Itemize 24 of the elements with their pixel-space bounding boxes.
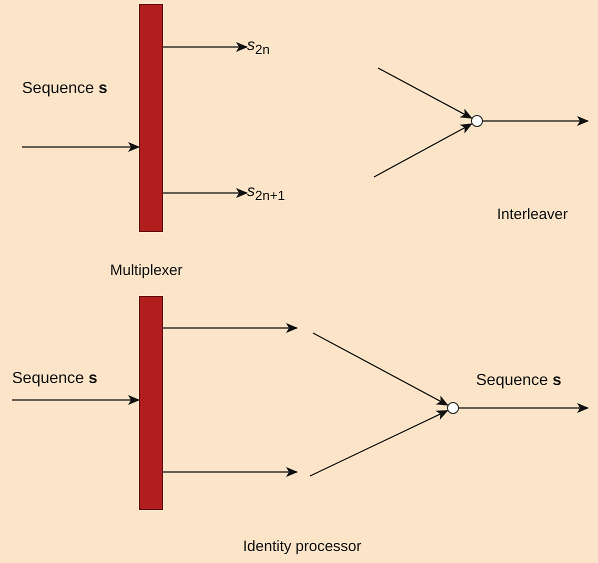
arrow [310, 410, 448, 477]
junction-circle [471, 115, 483, 127]
arrow [163, 323, 298, 333]
arrow [312, 332, 449, 406]
arrow [378, 67, 473, 119]
arrow [163, 188, 248, 198]
edge-label: Sequence s [476, 372, 562, 390]
arrow [22, 142, 140, 152]
signal-label: s$_{2n}$ [247, 37, 297, 61]
arrow [459, 403, 589, 413]
arrow [163, 467, 298, 477]
bar [139, 296, 163, 510]
edge-label: Sequence s [22, 80, 108, 98]
diagram-caption: Identity processor [243, 538, 362, 556]
junction-circle [447, 402, 459, 414]
arrow [483, 116, 589, 126]
arrow [374, 123, 473, 178]
block-caption: Interleaver [497, 206, 568, 224]
block-caption: Multiplexer [110, 262, 183, 280]
edge-label: Sequence s [12, 370, 98, 388]
bar [139, 4, 163, 232]
arrow [12, 395, 140, 405]
arrow [163, 42, 248, 52]
signal-label: s$_{2n+1}$ [247, 183, 313, 207]
